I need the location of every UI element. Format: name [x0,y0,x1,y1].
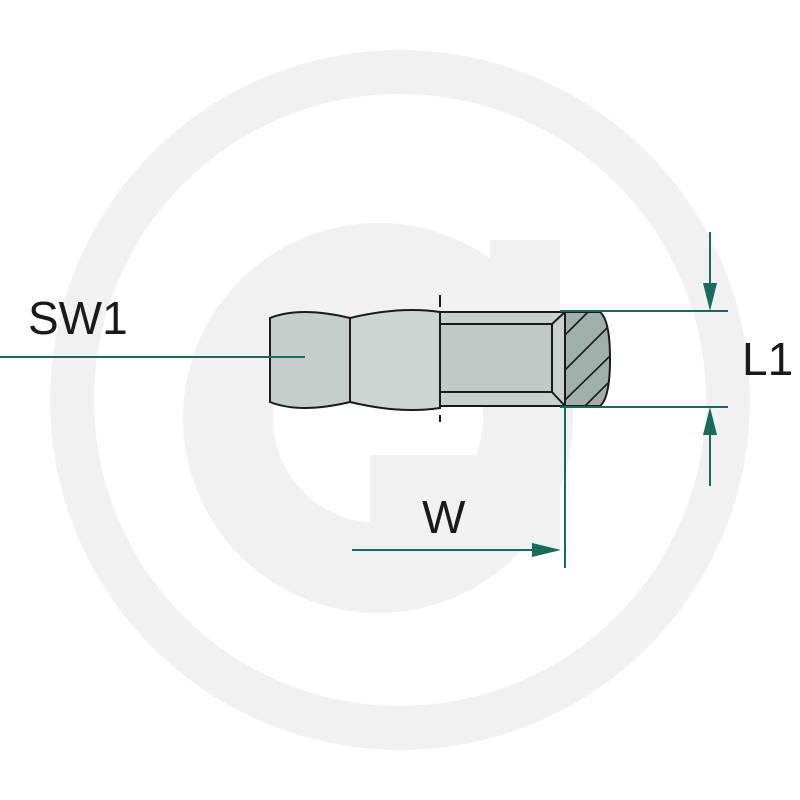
label-w: W [422,491,466,543]
dimensions [0,232,728,568]
l1-arrow-top [703,283,717,311]
label-sw1: SW1 [28,292,128,344]
nut-part [269,295,612,422]
hatching [564,311,611,407]
label-l1: L1 [742,333,793,385]
hex-head [269,311,351,409]
hex-flat [349,309,441,411]
section-end [564,311,612,407]
inner-bore [439,323,553,393]
l1-arrow-bottom [703,407,717,435]
w-arrow [532,543,561,557]
